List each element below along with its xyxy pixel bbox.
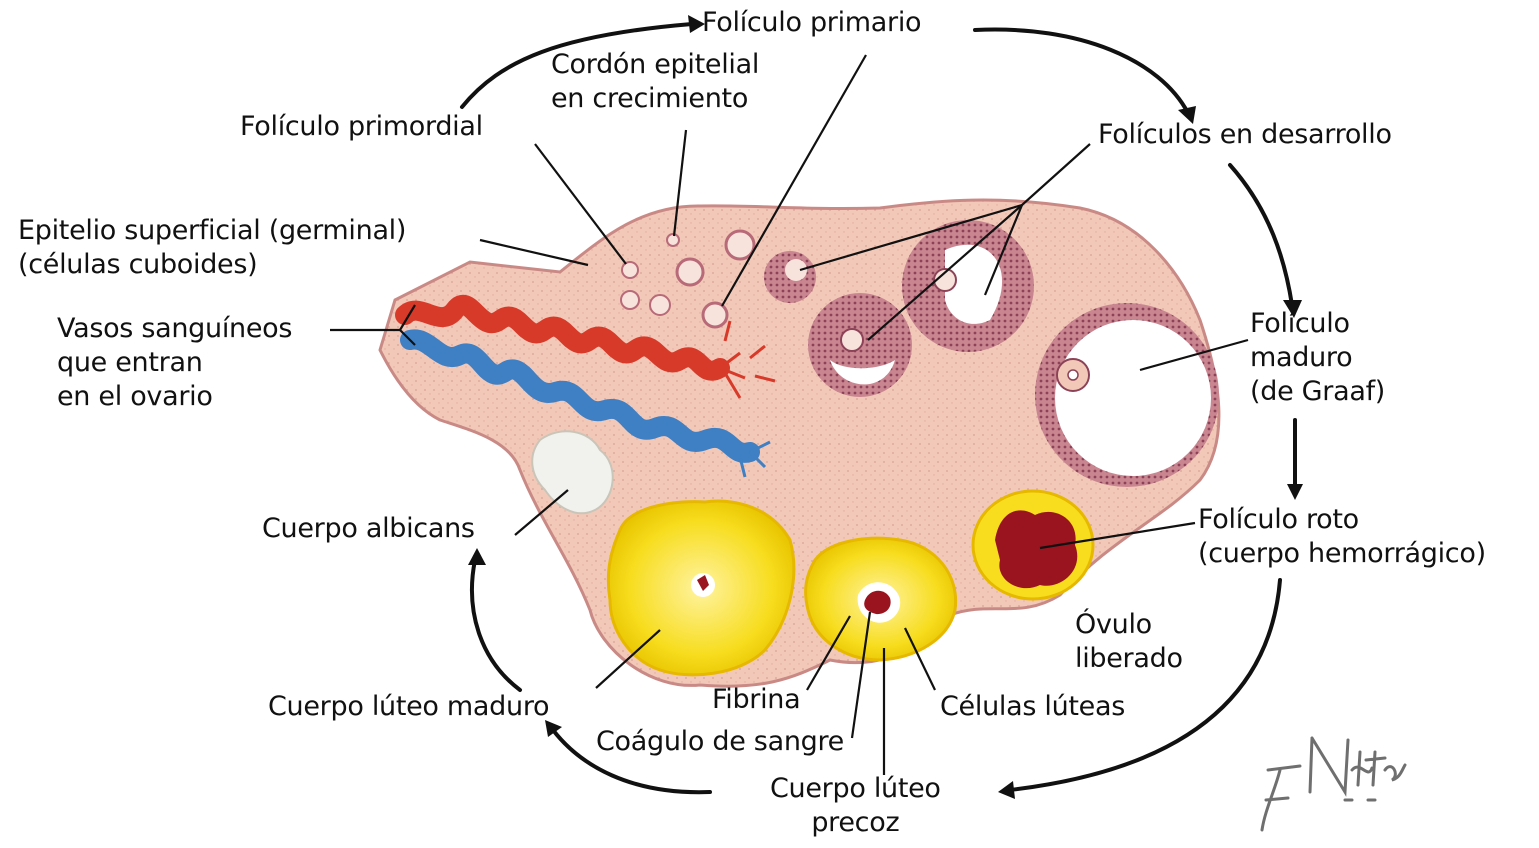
label-cuerpo-luteo-maduro: Cuerpo lúteo maduro xyxy=(268,690,549,724)
ruptured-follicle xyxy=(973,491,1093,599)
label-foliculos-desarrollo: Folículos en desarrollo xyxy=(1098,118,1392,152)
label-coagulo-sangre: Coágulo de sangre xyxy=(596,725,844,759)
label-vasos-sanguineos: Vasos sanguíneos que entran en el ovario xyxy=(57,312,292,414)
label-foliculo-primordial: Folículo primordial xyxy=(240,110,483,144)
label-foliculo-primario: Folículo primario xyxy=(702,6,921,40)
graafian-follicle xyxy=(1035,303,1219,487)
label-celulas-luteas: Células lúteas xyxy=(940,690,1125,724)
early-corpus-luteum xyxy=(806,538,956,660)
developing-follicle-small xyxy=(764,251,816,303)
label-ovulo-liberado: Óvulo liberado xyxy=(1075,608,1183,676)
developing-follicle-medium xyxy=(808,293,912,397)
label-foliculo-roto: Folículo roto (cuerpo hemorrágico) xyxy=(1198,503,1486,571)
label-cuerpo-luteo-precoz: Cuerpo lúteo precoz xyxy=(770,772,941,840)
label-fibrina: Fibrina xyxy=(712,683,800,717)
label-epitelio-superficial: Epitelio superficial (germinal) (células… xyxy=(18,214,406,282)
developing-follicle-large xyxy=(902,220,1034,352)
label-foliculo-maduro: Folículo maduro (de Graaf) xyxy=(1250,307,1385,409)
label-cuerpo-albicans: Cuerpo albicans xyxy=(262,512,475,546)
label-cordon-epitelial: Cordón epitelial en crecimiento xyxy=(551,48,759,116)
mature-corpus-luteum xyxy=(608,501,794,675)
netter-signature xyxy=(1262,738,1405,830)
